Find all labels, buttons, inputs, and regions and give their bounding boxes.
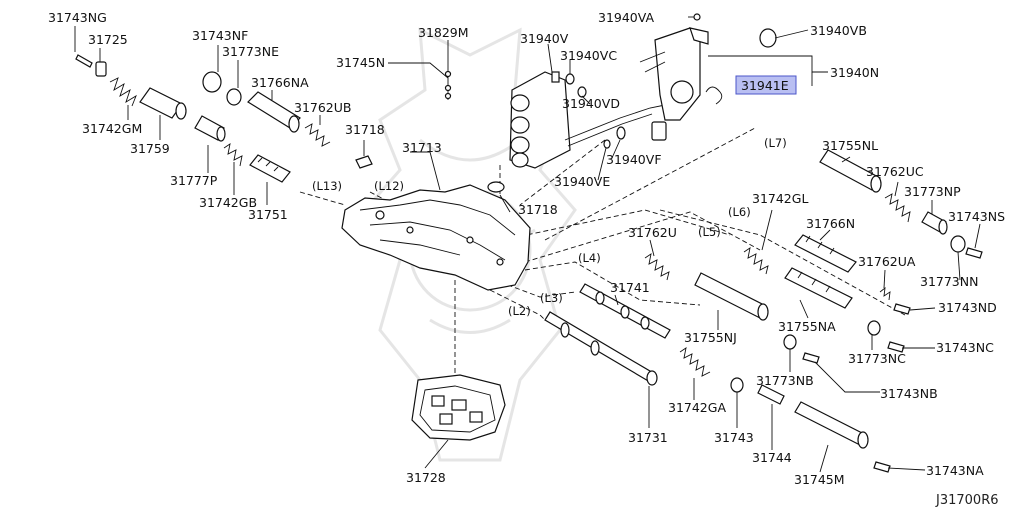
label-31743ND[interactable]: 31743ND <box>938 300 997 315</box>
line-labels: (L13) (L12) (L7) (L6) (L5) (L4) (L3) (L2… <box>312 136 787 318</box>
label-31742GA[interactable]: 31742GA <box>668 400 726 415</box>
label-31773NB[interactable]: 31773NB <box>756 373 814 388</box>
label-31941E[interactable]: 31941E <box>741 78 789 93</box>
label-31762U[interactable]: 31762U <box>628 225 677 240</box>
label-31751[interactable]: 31751 <box>248 207 288 222</box>
label-31745M[interactable]: 31745M <box>794 472 845 487</box>
label-31766N[interactable]: 31766N <box>806 216 855 231</box>
label-31755NA[interactable]: 31755NA <box>778 319 836 334</box>
label-31743NC[interactable]: 31743NC <box>936 340 994 355</box>
highlight-31941E <box>735 75 797 95</box>
label-31743NF[interactable]: 31743NF <box>192 28 248 43</box>
part-labels: 31743NG 31725 31743NF 31773NE 31766NA 31… <box>48 10 1005 487</box>
label-31773NP[interactable]: 31773NP <box>904 184 961 199</box>
label-31755NL[interactable]: 31755NL <box>822 138 878 153</box>
label-31759[interactable]: 31759 <box>130 141 170 156</box>
label-31742GL[interactable]: 31742GL <box>752 191 808 206</box>
label-31713[interactable]: 31713 <box>402 140 442 155</box>
line-label-l12: (L12) <box>374 179 404 193</box>
label-31743[interactable]: 31743 <box>714 430 754 445</box>
label-31741[interactable]: 31741 <box>610 280 650 295</box>
label-31773NE[interactable]: 31773NE <box>222 44 279 59</box>
label-31762UB[interactable]: 31762UB <box>294 100 352 115</box>
label-31940VD[interactable]: 31940VD <box>562 96 620 111</box>
label-31766NA[interactable]: 31766NA <box>251 75 309 90</box>
label-31940VC[interactable]: 31940VC <box>560 48 617 63</box>
label-31755NJ[interactable]: 31755NJ <box>684 330 737 345</box>
label-31743NG[interactable]: 31743NG <box>48 10 107 25</box>
parts-drawings <box>75 13 983 473</box>
label-31940VF[interactable]: 31940VF <box>606 152 662 167</box>
label-31728[interactable]: 31728 <box>406 470 446 485</box>
label-31777P[interactable]: 31777P <box>170 173 218 188</box>
label-31773NN[interactable]: 31773NN <box>920 274 978 289</box>
label-31940VE[interactable]: 31940VE <box>554 174 610 189</box>
reference-lines <box>299 127 906 385</box>
label-31743NB[interactable]: 31743NB <box>880 386 938 401</box>
label-31742GB[interactable]: 31742GB <box>199 195 257 210</box>
label-31742GM[interactable]: 31742GM <box>82 121 142 136</box>
line-label-l6: (L6) <box>728 205 751 219</box>
label-31744[interactable]: 31744 <box>752 450 792 465</box>
label-31940N[interactable]: 31940N <box>830 65 879 80</box>
diagram-code: J31700R6 <box>935 493 999 508</box>
label-31718-top[interactable]: 31718 <box>345 122 385 137</box>
label-31762UA[interactable]: 31762UA <box>858 254 916 269</box>
label-31743NS[interactable]: 31743NS <box>948 209 1005 224</box>
label-31940VB[interactable]: 31940VB <box>810 23 867 38</box>
label-31745N[interactable]: 31745N <box>336 55 385 70</box>
label-31731[interactable]: 31731 <box>628 430 668 445</box>
label-31725[interactable]: 31725 <box>88 32 128 47</box>
line-label-l5: (L5) <box>698 225 721 239</box>
label-31940VA[interactable]: 31940VA <box>598 10 655 25</box>
line-label-l13: (L13) <box>312 179 342 193</box>
label-31718-bottom[interactable]: 31718 <box>518 202 558 217</box>
line-label-l4: (L4) <box>578 251 601 265</box>
line-label-l3: (L3) <box>540 291 563 305</box>
line-label-l7: (L7) <box>764 136 787 150</box>
label-31762UC[interactable]: 31762UC <box>866 164 924 179</box>
label-31940V[interactable]: 31940V <box>520 31 569 46</box>
label-31773NC[interactable]: 31773NC <box>848 351 906 366</box>
line-label-l2: (L2) <box>508 304 531 318</box>
label-31743NA[interactable]: 31743NA <box>926 463 984 478</box>
leader-lines <box>74 16 981 473</box>
label-31829M[interactable]: 31829M <box>418 25 469 40</box>
